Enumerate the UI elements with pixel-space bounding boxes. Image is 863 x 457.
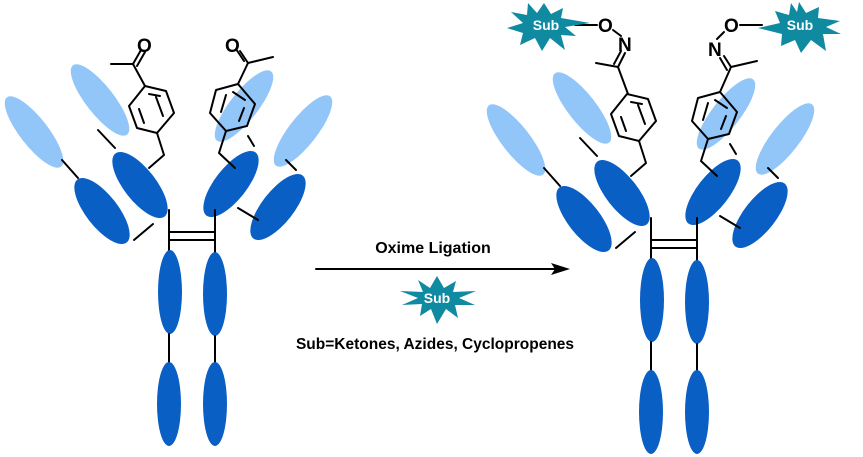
reactant-left-oxygen-label: O: [137, 36, 152, 57]
product-right-oxygen-label: O: [724, 16, 739, 37]
reactant-left-acetyl-group: O: [110, 36, 152, 87]
product-left-nitrogen-label: N: [618, 35, 632, 56]
product-left-oxime-group: N O Sub: [507, 3, 632, 95]
starburst-icon: [400, 276, 476, 324]
product-left-substrate-badge: Sub: [507, 3, 590, 51]
reactant-right-acetyl-group: O: [225, 36, 274, 85]
starburst-icon: [507, 3, 590, 51]
product-right-nitrogen-label: N: [708, 40, 722, 61]
reagent-substrate-badge: Sub: [400, 276, 476, 324]
product-right-oxime-group: N O Sub: [708, 2, 841, 93]
starburst-icon: [758, 2, 841, 53]
reactant-antibody: O O: [0, 36, 343, 448]
reactant-right-oxygen-label: O: [225, 36, 240, 57]
reagent-badge-label: Sub: [424, 290, 450, 306]
arrow-head-icon: [551, 263, 570, 275]
product-right-badge-label: Sub: [787, 17, 813, 33]
product-left-badge-label: Sub: [533, 17, 559, 33]
product-right-substrate-badge: Sub: [758, 2, 841, 53]
reaction-label: Oxime Ligation: [375, 240, 491, 257]
product-left-oxygen-label: O: [598, 16, 613, 37]
product-antibody: [476, 63, 825, 456]
reaction-arrow: [315, 263, 570, 275]
substrate-definition: Sub=Ketones, Azides, Cyclopropenes: [296, 336, 574, 353]
